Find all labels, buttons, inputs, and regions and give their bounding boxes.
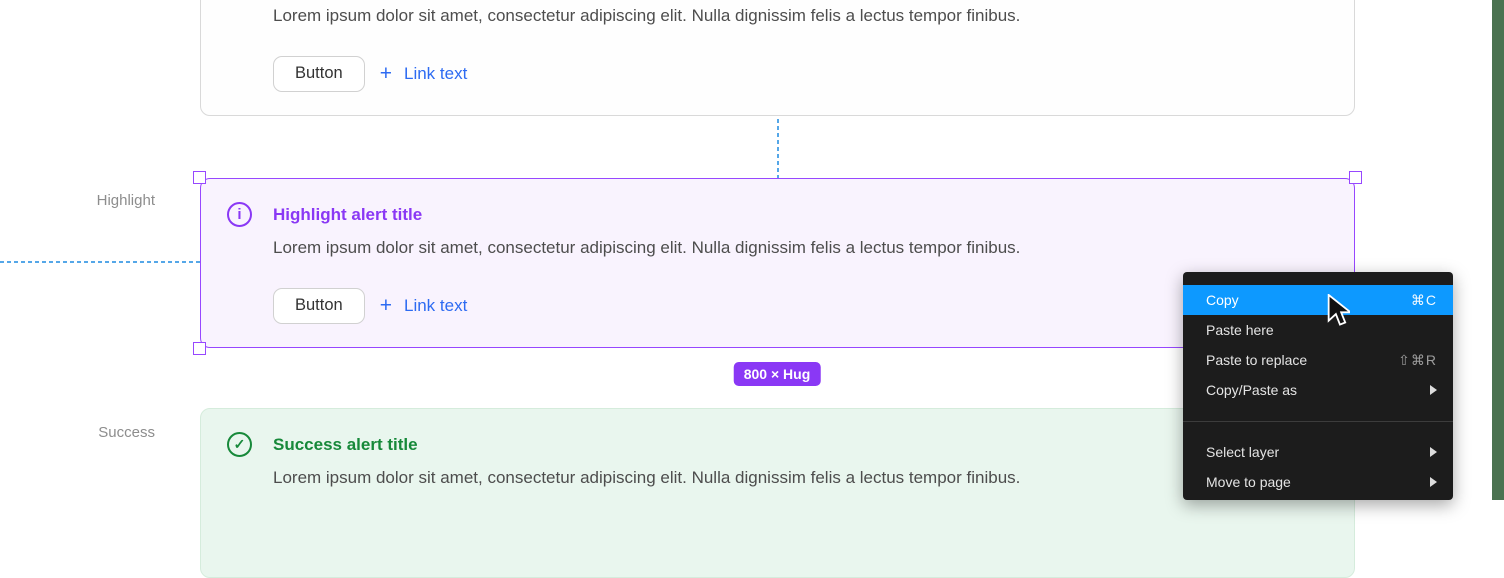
alert-card-top[interactable]: Lorem ipsum dolor sit amet, consectetur … <box>200 0 1355 116</box>
right-green-bar <box>1492 0 1504 500</box>
plus-icon: + <box>379 62 392 85</box>
menu-item-label: Copy <box>1206 292 1239 308</box>
menu-item-shortcut: ⇧⌘R <box>1398 351 1437 368</box>
mouse-cursor-icon <box>1327 294 1350 326</box>
alert-body-text: Lorem ipsum dolor sit amet, consectetur … <box>273 6 1021 25</box>
submenu-arrow-icon <box>1430 477 1437 487</box>
menu-item-paste-here[interactable]: Paste here <box>1183 315 1453 345</box>
alert-title: Success alert title <box>273 435 418 454</box>
menu-item-select-layer[interactable]: Select layer <box>1183 437 1453 467</box>
alert-link[interactable]: Link text <box>403 295 468 315</box>
alert-title: Highlight alert title <box>273 205 423 224</box>
plus-icon: + <box>379 294 392 317</box>
alert-body-text: Lorem ipsum dolor sit amet, consectetur … <box>273 468 1021 487</box>
alert-body-text: Lorem ipsum dolor sit amet, consectetur … <box>273 238 1021 257</box>
menu-item-label: Paste to replace <box>1206 352 1308 368</box>
menu-item-copy[interactable]: Copy ⌘C <box>1183 285 1453 315</box>
alert-card-highlight[interactable]: i Highlight alert title Lorem ipsum dolo… <box>193 171 1362 355</box>
alert-link[interactable]: Link text <box>403 63 468 83</box>
horizontal-guide-line <box>0 261 201 263</box>
menu-item-label: Copy/Paste as <box>1206 382 1298 398</box>
check-circle-icon: ✓ <box>227 432 252 457</box>
submenu-arrow-icon <box>1430 447 1437 457</box>
context-menu: Copy ⌘C Paste here Paste to replace ⇧⌘R … <box>1183 272 1453 500</box>
alert-button[interactable]: Button <box>273 287 365 324</box>
alert-actions: Button + Link text <box>273 287 467 324</box>
menu-item-shortcut: ⌘C <box>1410 291 1437 308</box>
section-label-highlight: Highlight <box>96 192 155 209</box>
info-circle-icon: i <box>227 202 252 227</box>
alert-button[interactable]: Button <box>273 55 365 92</box>
selection-size-badge: 800 × Hug <box>733 362 821 386</box>
menu-item-move-to-page[interactable]: Move to page <box>1183 467 1453 497</box>
alert-actions: Button + Link text <box>273 55 467 92</box>
menu-item-paste-to-replace[interactable]: Paste to replace ⇧⌘R <box>1183 345 1453 375</box>
menu-divider <box>1183 421 1453 422</box>
menu-item-label: Move to page <box>1206 474 1291 490</box>
menu-item-label: Select layer <box>1206 444 1280 460</box>
selection-handle-top-left[interactable] <box>193 171 206 184</box>
selection-handle-bottom-left[interactable] <box>193 342 206 355</box>
selection-handle-top-right[interactable] <box>1349 171 1362 184</box>
menu-item-copy-paste-as[interactable]: Copy/Paste as <box>1183 375 1453 405</box>
submenu-arrow-icon <box>1430 385 1437 395</box>
section-label-success: Success <box>98 424 155 441</box>
menu-item-label: Paste here <box>1206 322 1274 338</box>
alert-card-success[interactable]: ✓ Success alert title Lorem ipsum dolor … <box>200 408 1355 578</box>
